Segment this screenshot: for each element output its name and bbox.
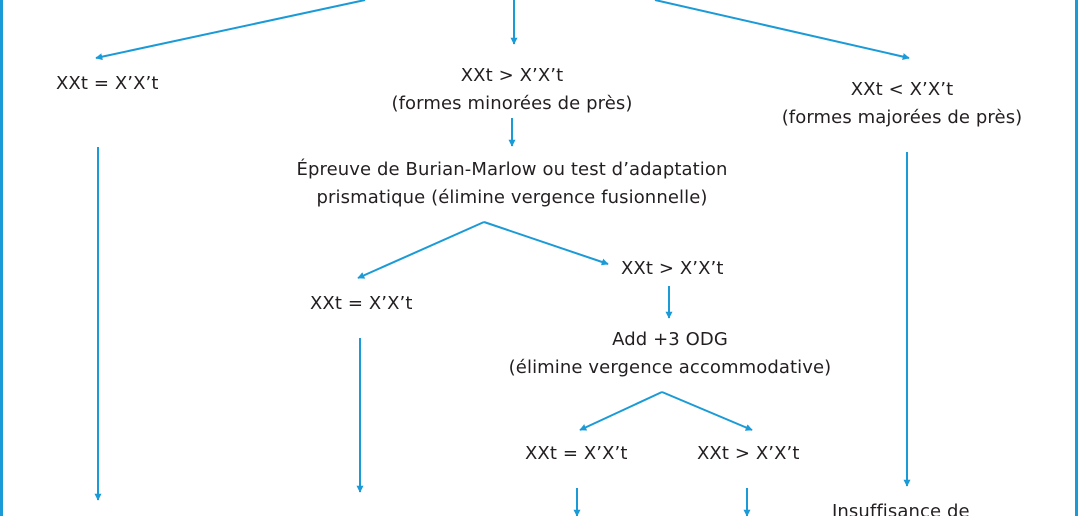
node-center-greater: XXt > X’X’t (formes minorées de près) <box>362 62 662 118</box>
node-add-odg: Add +3 ODG (élimine vergence accommodati… <box>482 326 858 382</box>
node-center-greater-line2: (formes minorées de près) <box>391 93 633 114</box>
arrow-top-to-left <box>95 0 366 61</box>
node-insuffisance-text: Insuffisance de <box>832 501 970 516</box>
node-burian-greater: XXt > X’X’t <box>621 255 724 283</box>
node-insuffisance: Insuffisance de <box>832 498 970 516</box>
node-burian-equal: XXt = X’X’t <box>310 290 413 318</box>
arrow-add-to-greater <box>661 391 753 431</box>
node-odg-equal-text: XXt = X’X’t <box>525 443 628 464</box>
arrow-add-to-equal <box>579 391 663 431</box>
node-burian-test-line2: prismatique (élimine vergence fusionnell… <box>316 187 708 208</box>
node-odg-greater-text: XXt > X’X’t <box>697 443 800 464</box>
arrow-top-to-right <box>654 0 910 61</box>
node-add-odg-line1: Add +3 ODG <box>612 329 728 350</box>
node-center-greater-line1: XXt > X’X’t <box>460 65 564 86</box>
node-left-equal: XXt = X’X’t <box>56 70 159 98</box>
node-right-less-line2: (formes majorées de près) <box>781 107 1023 128</box>
node-right-less: XXt < X’X’t (formes majorées de près) <box>752 76 1052 132</box>
node-burian-equal-text: XXt = X’X’t <box>310 293 413 314</box>
node-left-equal-text: XXt = X’X’t <box>56 73 159 94</box>
arrow-burian-to-greater <box>483 221 609 266</box>
arrow-burian-to-equal <box>357 221 485 279</box>
node-burian-test: Épreuve de Burian-Marlow ou test d’adapt… <box>262 156 762 212</box>
node-right-less-line1: XXt < X’X’t <box>850 79 954 100</box>
node-odg-greater: XXt > X’X’t <box>697 440 800 468</box>
node-burian-greater-text: XXt > X’X’t <box>621 258 724 279</box>
node-odg-equal: XXt = X’X’t <box>525 440 628 468</box>
node-add-odg-line2: (élimine vergence accommodative) <box>508 357 832 378</box>
node-burian-test-line1: Épreuve de Burian-Marlow ou test d’adapt… <box>296 159 728 180</box>
